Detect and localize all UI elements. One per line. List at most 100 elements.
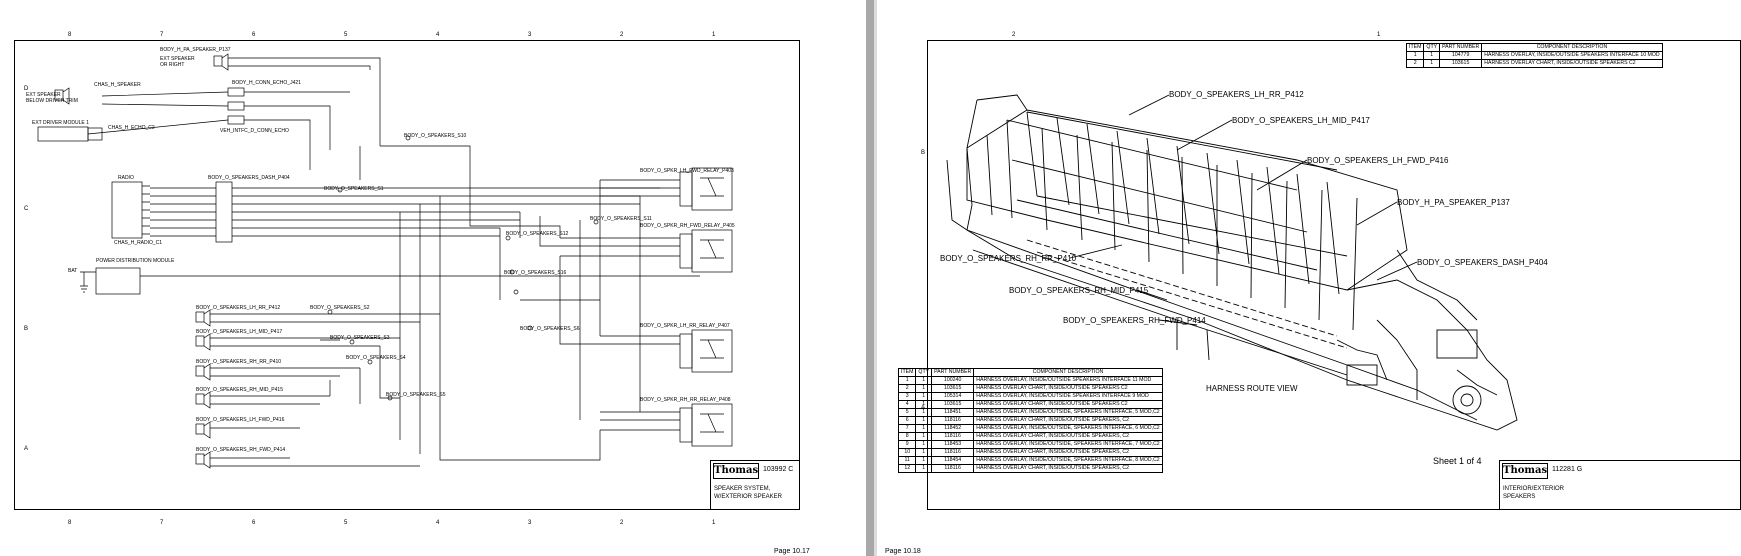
l-cols-top-mark: 2 — [620, 32, 624, 38]
callout-lh-fwd: BODY_O_SPEAKERS_LH_FWD_P416 — [1307, 156, 1449, 165]
bom-cell: 2 — [897, 384, 917, 393]
bom-header-cell: PART NUMBER — [931, 368, 975, 377]
bom-cell: 1 — [915, 392, 933, 401]
bom-cell: 12 — [897, 464, 917, 473]
l-cols-top-mark: 6 — [252, 32, 256, 38]
label-s3: BODY_O_SPEAKERS_S3 — [330, 335, 390, 341]
bom-cell: HARNESS OVERLAY CHART, INSIDE/OUTSIDE SP… — [973, 464, 1163, 473]
l-cols-top-mark: 3 — [528, 32, 532, 38]
bom-cell: 4 — [897, 400, 917, 409]
label-s2: BODY_O_SPEAKERS_S2 — [310, 305, 370, 311]
l-rows-mark: A — [24, 446, 29, 452]
bom-cell: 1 — [915, 464, 933, 473]
page-gutter-edge — [874, 0, 877, 556]
label-rh-fwd: BODY_O_SPEAKERS_RH_FWD_P414 — [196, 447, 286, 453]
label-relay-rh-rr: BODY_O_SPKR_RH_RR_RELAY_P408 — [640, 397, 731, 403]
label-p137: BODY_H_PA_SPEAKER_P137 — [160, 47, 231, 53]
left-page-label: Page 10.17 — [774, 548, 810, 555]
l-cols-bot-mark: 1 — [712, 520, 716, 526]
callout-lh-mid: BODY_O_SPEAKERS_LH_MID_P417 — [1232, 116, 1370, 125]
bom-cell: HARNESS OVERLAY, INSIDE/OUTSIDE, SPEAKER… — [973, 408, 1163, 417]
label-lh-mid: BODY_O_SPEAKERS_LH_MID_P417 — [196, 329, 283, 335]
callout-rh-mid: BODY_O_SPEAKERS_RH_MID_P415 — [1009, 286, 1149, 295]
bom-cell: 118116 — [931, 432, 975, 441]
bom-cell: 1 — [915, 416, 933, 425]
label-relay-lh-rr: BODY_O_SPKR_LH_RR_RELAY_P407 — [640, 323, 730, 329]
label-rh-mid: BODY_O_SPEAKERS_RH_MID_P415 — [196, 387, 283, 393]
label-lh-rr: BODY_O_SPEAKERS_LH_RR_P412 — [196, 305, 281, 311]
label-chas-echo: CHAS_H_ECHO_C2 — [108, 125, 155, 131]
label-s16: BODY_O_SPEAKERS_S16 — [504, 270, 567, 276]
thomas-logo: Thomas — [1502, 463, 1548, 479]
l-cols-bot-mark: 3 — [528, 520, 532, 526]
callout-rh-rr: BODY_O_SPEAKERS_RH_RR_P410 — [940, 254, 1077, 263]
bom-cell: 1 — [915, 432, 933, 441]
label-radio: RADIO — [118, 175, 134, 181]
label-ext-speaker-left: EXT SPEAKER BELOW DRIVER TRIM — [26, 92, 78, 104]
bom-cell: 1 — [915, 448, 933, 457]
label-chas-radio: CHAS_H_RADIO_C1 — [114, 240, 163, 246]
label-s11: BODY_O_SPEAKERS_S11 — [590, 216, 652, 222]
label-relay-lh-fwd: BODY_O_SPKR_LH_FWD_RELAY_P403 — [640, 168, 734, 174]
l-rows-mark: B — [24, 326, 29, 332]
label-s5: BODY_O_SPEAKERS_S5 — [386, 392, 446, 398]
bom-cell: HARNESS OVERLAY, INSIDE/OUTSIDE, SPEAKER… — [973, 440, 1163, 449]
bom-cell: 5 — [897, 408, 917, 417]
bom-cell: HARNESS OVERLAY CHART, INSIDE/OUTSIDE SP… — [973, 416, 1163, 425]
callout-rh-fwd: BODY_O_SPEAKERS_RH_FWD_P414 — [1063, 316, 1206, 325]
l-cols-bot-mark: 8 — [68, 520, 72, 526]
bom-cell: 118451 — [931, 408, 975, 417]
callout-pa-speaker: BODY_H_PA_SPEAKER_P137 — [1397, 198, 1510, 207]
label-chas-speaker: CHAS_H_SPEAKER — [94, 82, 141, 88]
label-ext-driver: EXT DRIVER MODULE 1 — [32, 120, 89, 126]
bom-cell: HARNESS OVERLAY CHART, INSIDE/OUTSIDE SP… — [973, 432, 1163, 441]
bom-cell: 118453 — [931, 440, 975, 449]
bom-cell: 100240 — [931, 376, 975, 385]
l-cols-top-mark: 7 — [160, 32, 164, 38]
label-s6: BODY_O_SPEAKERS_S6 — [520, 326, 580, 332]
left-drawing-title: SPEAKER SYSTEM, W/EXTERIOR SPEAKER — [714, 486, 783, 500]
bus-harness-route-illustration — [946, 94, 1518, 431]
bom-cell: HARNESS OVERLAY, INSIDE/OUTSIDE SPEAKERS… — [973, 392, 1163, 401]
l-cols-bot-mark: 4 — [436, 520, 440, 526]
l-cols-top-mark: 8 — [68, 32, 72, 38]
speaker-wiring-schematic — [37, 53, 733, 469]
bom-cell: 3 — [897, 392, 917, 401]
bom-cell: 103615 — [1439, 59, 1483, 68]
bom-cell: HARNESS OVERLAY CHART, INSIDE/OUTSIDE SP… — [973, 384, 1163, 393]
bom-header-cell: COMPONENT DESCRIPTION — [973, 368, 1163, 377]
bom-cell: 9 — [897, 440, 917, 449]
bom-cell: 118452 — [931, 424, 975, 433]
label-s12: BODY_O_SPEAKERS_S12 — [506, 231, 569, 237]
bom-cell: HARNESS OVERLAY CHART, INSIDE/OUTSIDE SP… — [973, 448, 1163, 457]
bom-cell: 1 — [897, 376, 917, 385]
left-drawing-number: 103992 C — [763, 466, 794, 473]
label-s4: BODY_O_SPEAKERS_S4 — [346, 355, 406, 361]
right-drawing-title: INTERIOR/EXTERIOR SPEAKERS — [1503, 486, 1565, 500]
right-drawing-number: 112281 G — [1552, 466, 1583, 473]
bom-cell: 11 — [897, 456, 917, 465]
l-rows-mark: C — [24, 206, 29, 212]
l-rows-mark: D — [24, 86, 29, 92]
bom-cell: 118116 — [931, 448, 975, 457]
r-rows-mark: B — [921, 150, 926, 156]
right-page-label: Page 10.18 — [885, 548, 921, 555]
label-rh-rr: BODY_O_SPEAKERS_RH_RR_P410 — [196, 359, 282, 365]
label-conn-echo: BODY_H_CONN_ECHO_J421 — [232, 80, 301, 86]
bom-cell: HARNESS OVERLAY, INSIDE/OUTSIDE, SPEAKER… — [973, 424, 1163, 433]
page-gutter — [866, 0, 877, 556]
bom-cell: 10 — [897, 448, 917, 457]
bom-cell: 1 — [915, 376, 933, 385]
bom-cell: 6 — [897, 416, 917, 425]
label-lh-fwd: BODY_O_SPEAKERS_LH_FWD_P416 — [196, 417, 285, 423]
